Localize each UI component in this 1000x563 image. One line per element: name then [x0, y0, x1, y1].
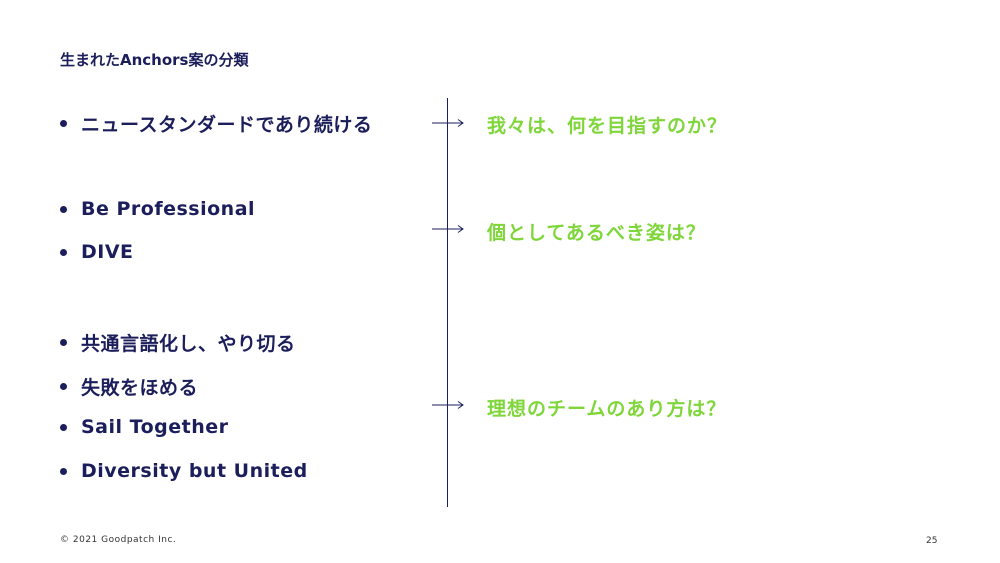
- anchor-list: ニュースタンダードであり続ける Be Professional DIVE 共通言…: [60, 0, 430, 563]
- question-team: 理想のチームのあり方は？: [487, 398, 727, 420]
- bullet-dot-icon: [60, 205, 67, 213]
- bullet-dot-icon: [60, 383, 67, 390]
- arrow-right-icon: [432, 119, 464, 127]
- bullet-text: Be Professional: [81, 198, 256, 220]
- arrow-right-icon: [432, 401, 464, 409]
- bullet-item: 失敗をほめる: [60, 373, 198, 400]
- bullet-item: Sail Together: [60, 416, 229, 438]
- bullet-item: 共通言語化し、やり切る: [60, 329, 296, 356]
- bullet-text: Sail Together: [81, 416, 229, 438]
- question-individual: 個としてあるべき姿は？: [487, 222, 706, 244]
- divider-line: [447, 98, 448, 507]
- bullet-text: DIVE: [81, 241, 134, 263]
- bullet-item: Be Professional: [60, 198, 255, 220]
- bullet-dot-icon: [60, 248, 67, 256]
- bullet-dot-icon: [60, 120, 67, 127]
- question-mission: 我々は、何を目指すのか？: [487, 115, 728, 137]
- bullet-dot-icon: [60, 467, 67, 475]
- bullet-dot-icon: [60, 423, 67, 431]
- bullet-item: Diversity but United: [60, 460, 308, 482]
- bullet-text: Diversity but United: [81, 460, 308, 482]
- slide-title: 生まれたAnchors案の分類: [60, 51, 249, 69]
- bullet-text: 共通言語化し、やり切る: [81, 333, 296, 355]
- bullet-item: ニュースタンダードであり続ける: [60, 110, 372, 137]
- bullet-text: 失敗をほめる: [81, 377, 199, 399]
- bullet-text: ニュースタンダードであり続ける: [81, 114, 373, 136]
- bullet-item: DIVE: [60, 241, 134, 263]
- bullet-dot-icon: [60, 339, 67, 346]
- arrow-right-icon: [432, 225, 464, 233]
- footer-copyright: © 2021 Goodpatch Inc.: [60, 535, 177, 545]
- page-number: 25: [926, 536, 938, 546]
